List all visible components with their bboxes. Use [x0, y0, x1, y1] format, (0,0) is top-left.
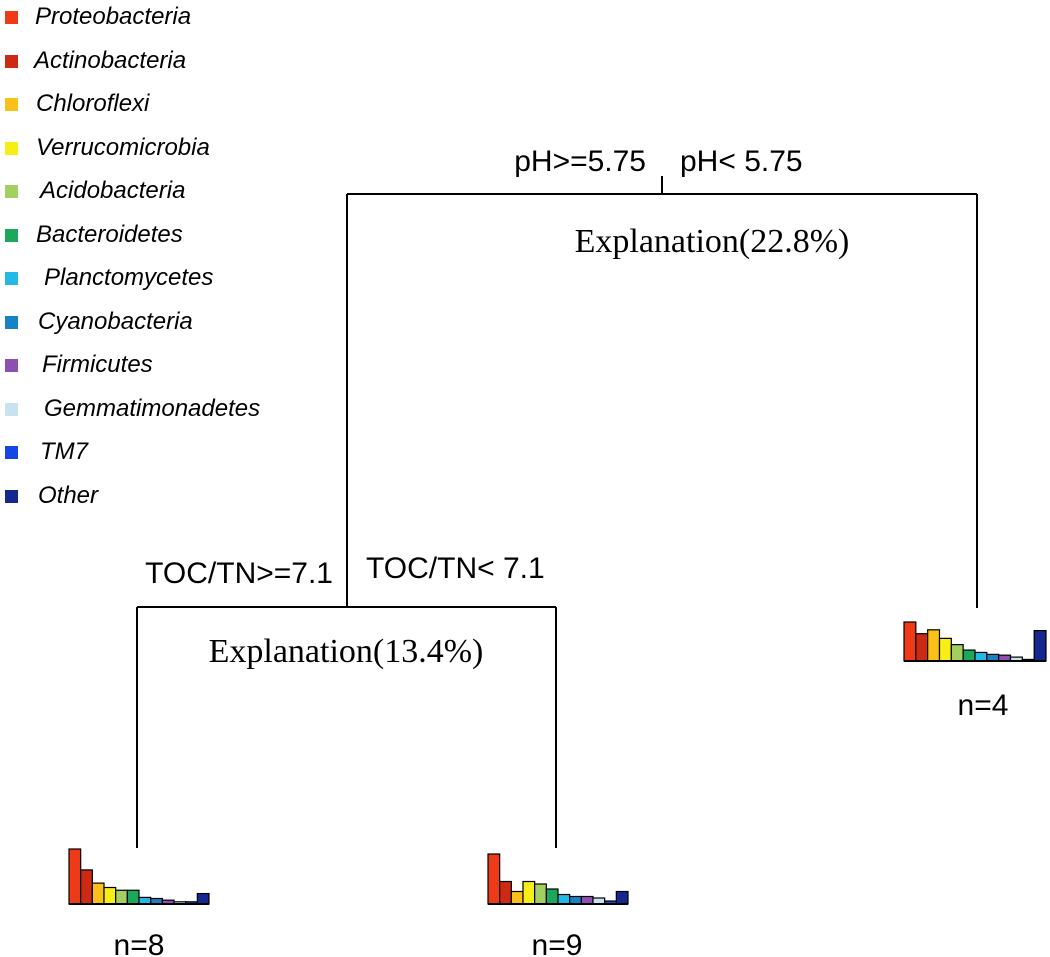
leaf-histogram-1 [68, 848, 210, 905]
histogram-bar [196, 892, 210, 905]
legend-label: Planctomycetes [44, 264, 214, 291]
histogram-bar [580, 895, 594, 905]
legend-label: Actinobacteria [34, 46, 187, 74]
legend-swatch [5, 489, 18, 503]
histogram-bar [68, 848, 82, 905]
legend-label: Bacteroidetes [36, 220, 183, 248]
histogram-bar [534, 883, 547, 905]
legend-swatch [5, 228, 18, 242]
histogram-bar [510, 890, 524, 905]
histogram-bar [903, 621, 917, 662]
legend-label: Gemmatimonadetes [44, 394, 261, 422]
histogram-bar [1033, 629, 1047, 662]
legend-swatch [5, 141, 18, 155]
sub-left-split-label: TOC/TN>=7.1 [145, 557, 333, 590]
leaf-3-n-label: n=4 [958, 689, 1009, 722]
tree-lines [136, 176, 978, 848]
histogram-bar [915, 633, 929, 662]
histogram-bar [569, 895, 582, 905]
leaf-2-n-label: n=9 [532, 929, 583, 957]
legend-swatch [5, 54, 18, 68]
legend-swatch [5, 359, 18, 372]
legend-label: Chloroflexi [36, 90, 150, 117]
histogram-bar [557, 893, 571, 905]
histogram-bar [938, 637, 952, 662]
histogram-bar [974, 651, 988, 662]
histogram-bar [950, 644, 964, 662]
histogram-bar [615, 890, 629, 905]
histogram-bar [487, 853, 501, 905]
histogram-bar [545, 888, 559, 905]
histogram-bar [91, 882, 105, 905]
sub-right-split-label: TOC/TN< 7.1 [366, 552, 545, 585]
histogram-bar [126, 889, 140, 905]
root-left-split-label: pH>=5.75 [514, 145, 646, 178]
histogram-bar [927, 629, 941, 662]
legend-swatch [5, 98, 18, 111]
legend-swatch [5, 185, 18, 198]
histogram-bar [522, 880, 536, 905]
root-explanation: Explanation(22.8%) [575, 223, 850, 260]
legend-label: Cyanobacteria [38, 307, 193, 335]
histogram-bar [103, 886, 117, 905]
histogram-bar [962, 649, 976, 662]
leaf-1-n-label: n=8 [114, 929, 165, 957]
root-right-split-label: pH< 5.75 [680, 145, 803, 178]
leaf-histogram-3 [903, 621, 1047, 662]
legend-swatch [5, 272, 18, 285]
legend-swatch [5, 402, 18, 416]
legend-label: Firmicutes [42, 351, 153, 378]
histogram-bar [80, 869, 93, 905]
legend-swatch [5, 446, 18, 459]
legend-label: Proteobacteria [35, 3, 192, 30]
legend-label: TM7 [40, 438, 88, 465]
legend-label: Other [38, 481, 99, 509]
legend-swatch [5, 11, 18, 24]
histogram-bar [115, 889, 128, 905]
legend-swatch [5, 315, 18, 329]
leaf-histogram-2 [487, 853, 629, 905]
legend-label: Acidobacteria [40, 177, 186, 204]
legend-label: Verrucomicrobia [36, 133, 210, 161]
histogram-bar [499, 880, 512, 905]
sub-explanation: Explanation(13.4%) [209, 633, 484, 670]
